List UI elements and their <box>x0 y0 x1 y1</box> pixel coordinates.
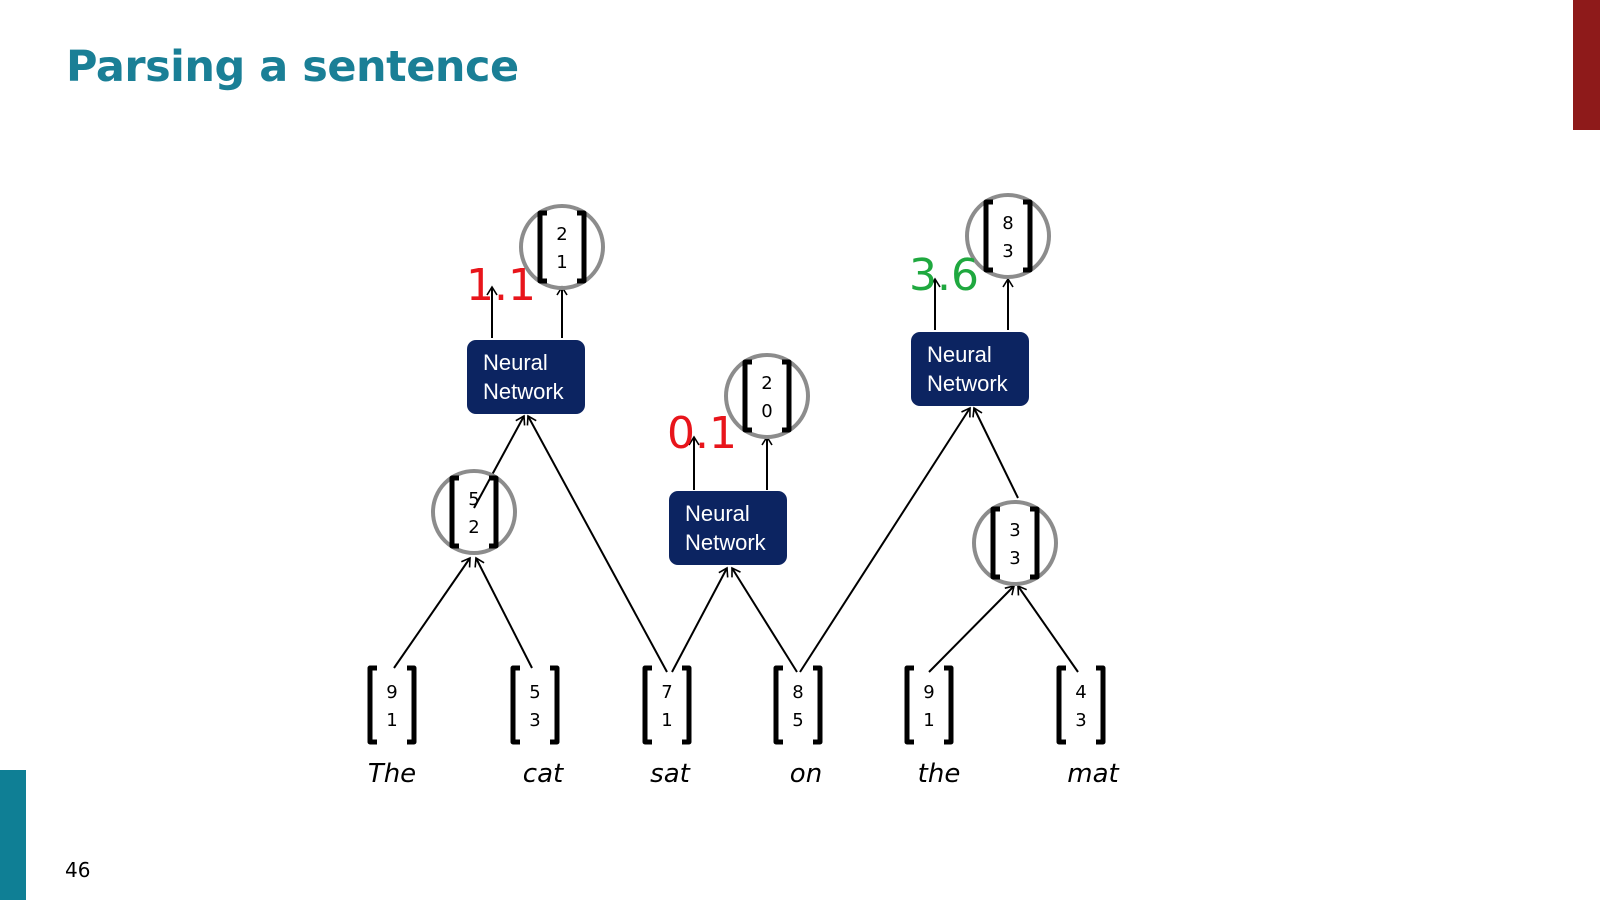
edge <box>972 406 1019 499</box>
word-vector-0: 91 <box>367 665 417 745</box>
word-vector-3: 85 <box>773 665 823 745</box>
right-bracket <box>682 665 692 745</box>
right-bracket <box>550 665 560 745</box>
vector-value: 5 <box>529 682 540 703</box>
word-label: cat <box>523 759 564 789</box>
network-label: Neural <box>483 350 548 375</box>
vector-value: 4 <box>1075 682 1086 703</box>
word-vector-5: 43 <box>1056 665 1106 745</box>
word-label: The <box>368 759 416 789</box>
vector-value: 3 <box>1009 548 1020 569</box>
vector-value: 3 <box>529 710 540 731</box>
vector-value: 9 <box>923 682 934 703</box>
vector-value: 5 <box>792 710 803 731</box>
network-box <box>669 491 787 565</box>
edges <box>393 277 1079 673</box>
vector-value: 3 <box>1002 241 1013 262</box>
merge-vector-sat-on-vector: 20 <box>742 359 792 433</box>
edge <box>731 566 798 673</box>
left-bracket <box>773 665 783 745</box>
phrase-vector-the-mat-circle <box>972 500 1058 586</box>
left-bracket <box>449 475 459 549</box>
edge <box>799 406 971 673</box>
phrase-vector-the-mat-vector: 33 <box>990 506 1040 580</box>
right-bracket <box>489 475 499 549</box>
right-bracket <box>813 665 823 745</box>
vector-value: 2 <box>761 373 772 394</box>
edge <box>671 566 729 673</box>
merge-vector-the-cat-vector: 21 <box>537 210 587 284</box>
edge <box>928 584 1016 673</box>
word-vector-4: 91 <box>904 665 954 745</box>
merge-vector-on-the-mat-vector: 83 <box>983 199 1033 273</box>
merge-vector-the-cat-circle <box>519 204 605 290</box>
word-vector-1: 53 <box>510 665 560 745</box>
vector-value: 3 <box>1075 710 1086 731</box>
right-bracket <box>1030 506 1040 580</box>
left-bracket <box>537 210 547 284</box>
page-number: 46 <box>65 858 91 882</box>
vector-value: 1 <box>556 252 567 273</box>
vector-value: 8 <box>1002 213 1013 234</box>
right-bracket <box>407 665 417 745</box>
left-bracket <box>742 359 752 433</box>
merge-vector-sat-on-circle <box>724 353 810 439</box>
left-bracket <box>1056 665 1066 745</box>
vector-value: 8 <box>792 682 803 703</box>
left-bracket <box>367 665 377 745</box>
vector-value: 1 <box>923 710 934 731</box>
vector-value: 2 <box>556 224 567 245</box>
merge-vector-on-the-mat-circle <box>965 193 1051 279</box>
right-bracket <box>782 359 792 433</box>
left-bracket <box>990 506 1000 580</box>
edge <box>1017 584 1079 673</box>
vector-value: 2 <box>468 517 479 538</box>
vector-value: 5 <box>468 489 479 510</box>
network-label: Neural <box>927 342 992 367</box>
edge <box>474 556 533 669</box>
vector-value: 7 <box>661 682 672 703</box>
phrase-vector-the-cat-vector: 52 <box>449 475 499 549</box>
left-bracket <box>642 665 652 745</box>
right-bracket <box>1023 199 1033 273</box>
accent-bar-top <box>1573 0 1600 130</box>
score-the-cat: 1.1 <box>466 260 536 311</box>
vector-value: 1 <box>661 710 672 731</box>
edge <box>473 414 526 509</box>
network-label: Network <box>927 371 1009 396</box>
slide-title: Parsing a sentence <box>66 42 519 92</box>
vector-value: 9 <box>386 682 397 703</box>
left-bracket <box>904 665 914 745</box>
word-vector-2: 71 <box>642 665 692 745</box>
word-label: mat <box>1067 759 1119 789</box>
score-on-the-mat: 3.6 <box>909 250 979 301</box>
network-label: Network <box>483 379 565 404</box>
vector-value: 3 <box>1009 520 1020 541</box>
score-sat-on: 0.1 <box>667 408 737 459</box>
vector-value: 0 <box>761 401 772 422</box>
edge <box>393 556 471 669</box>
network-label: Network <box>685 530 767 555</box>
left-bracket <box>510 665 520 745</box>
vector-value: 1 <box>386 710 397 731</box>
phrase-vector-the-cat-circle <box>431 469 517 555</box>
right-bracket <box>577 210 587 284</box>
word-label: on <box>790 759 822 789</box>
network-label: Neural <box>685 501 750 526</box>
right-bracket <box>944 665 954 745</box>
right-bracket <box>1096 665 1106 745</box>
nodes: 91The53cat71sat85on91the43matNeuralNetwo… <box>367 193 1120 789</box>
accent-bar-bottom <box>0 770 26 900</box>
left-bracket <box>983 199 993 273</box>
network-box <box>467 340 585 414</box>
word-label: sat <box>650 759 690 789</box>
network-box <box>911 332 1029 406</box>
word-label: the <box>918 759 961 789</box>
edge <box>526 414 668 673</box>
